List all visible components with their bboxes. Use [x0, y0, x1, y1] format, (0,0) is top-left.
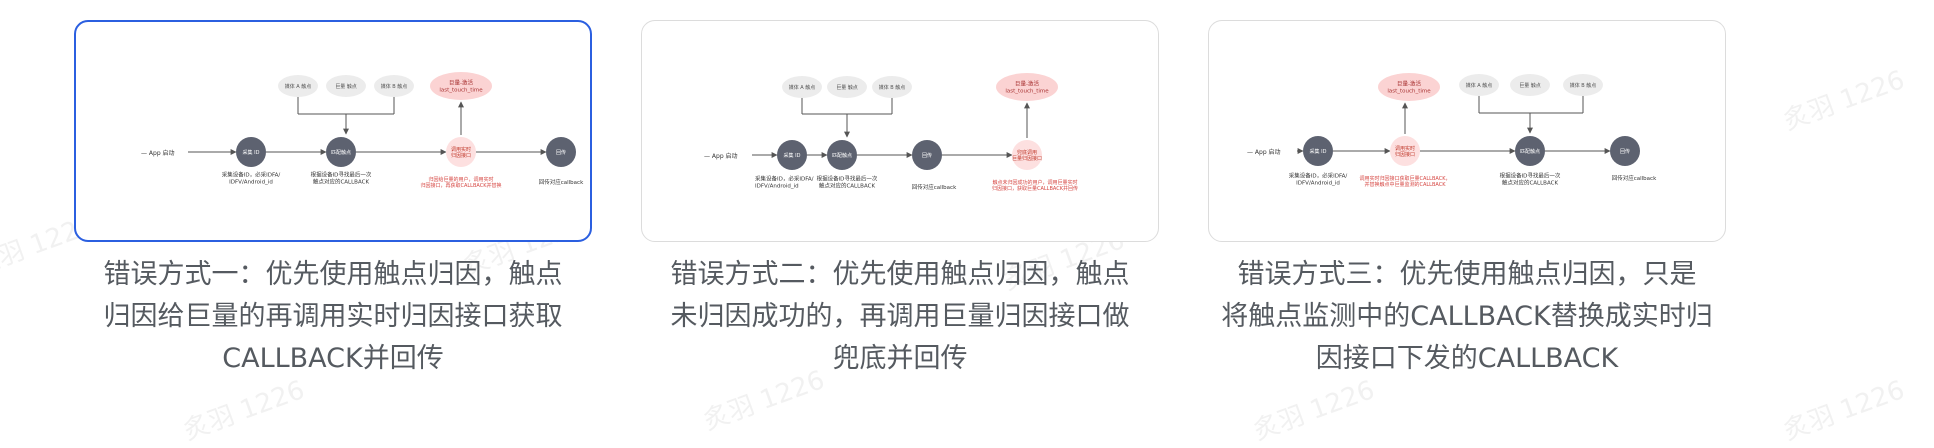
- desc-collect: 采集设备ID，必采IDFA/IDFV/Android_id: [1289, 172, 1348, 187]
- node-realtime: [446, 137, 476, 167]
- node-realtime: [1390, 136, 1420, 166]
- node-match: [827, 140, 857, 170]
- node-match-label: 匹配触点: [1520, 148, 1540, 155]
- pill-media-a-label: 媒体 A 触点: [789, 84, 816, 91]
- caption-line: 归因给巨量的再调用实时归因接口获取: [103, 301, 563, 332]
- pill-media-a: [1459, 74, 1499, 96]
- node-realtime-label: 调用实时归因接口: [1395, 145, 1415, 158]
- node-collect-label: 采集 ID: [243, 149, 260, 156]
- caption-one: 错误方式一：优先使用触点归因，触点 归因给巨量的再调用实时归因接口获取 CALL…: [74, 254, 592, 380]
- pill-media-a: [782, 76, 822, 98]
- pill-activation: [430, 72, 492, 100]
- desc-match: 根据设备ID寻找最后一次触点对应的CALLBACK: [1500, 172, 1561, 187]
- app-start-label: — App 启动: [1247, 148, 1281, 156]
- desc-match: 根据设备ID寻找最后一次触点对应的CALLBACK: [311, 171, 372, 186]
- watermark: 炙羽 1226: [1779, 375, 1909, 447]
- flow-diagram-two: — App 启动 采集 ID 匹配触点 回传 兜底调用巨量归因接口 媒体 A 触点 巨量 触…: [704, 73, 1078, 192]
- pill-media-b: [374, 75, 414, 97]
- node-report-label: 回传: [1620, 148, 1630, 155]
- node-fallback-label: 兜底调用巨量归因接口: [1012, 149, 1042, 162]
- pill-bytedance-label: 巨量 触点: [1519, 82, 1541, 89]
- caption-line: 因接口下发的CALLBACK: [1315, 343, 1619, 374]
- node-report: [1610, 136, 1640, 166]
- node-report: [546, 137, 576, 167]
- node-match-label: 匹配触点: [331, 149, 351, 156]
- pill-activation: [996, 73, 1058, 101]
- caption-line: 未归因成功的，再调用巨量归因接口做: [670, 301, 1130, 332]
- pill-bytedance-label: 巨量 触点: [335, 83, 357, 90]
- desc-report: 回传对应callback: [912, 183, 957, 191]
- app-start-label: — App 启动: [704, 152, 738, 160]
- desc-fallback: 触点未归因成功的用户，调用巨量实时归因接口，获取巨量CALLBACK并回传: [992, 179, 1078, 192]
- desc-collect: 采集设备ID，必采IDFA/IDFV/Android_id: [755, 175, 814, 190]
- node-collect: [236, 137, 266, 167]
- node-match: [1515, 136, 1545, 166]
- caption-line: 错误方式三：优先使用触点归因，只是: [1237, 259, 1697, 290]
- pill-media-b-label: 媒体 B 触点: [1570, 82, 1597, 89]
- node-collect-label: 采集 ID: [784, 152, 801, 159]
- watermark: 炙羽 1226: [179, 375, 309, 447]
- desc-realtime: 调用实时归因接口获取巨量CALLBACK，并替换触点中巨量监测的CALLBACK: [1359, 175, 1450, 188]
- diagram-card-one[interactable]: — App 启动 采集 ID 匹配触点 调用实时归因接口 回传 媒体 A 触点 巨量 触点 媒…: [74, 20, 592, 242]
- node-report: [912, 140, 942, 170]
- desc-realtime: 归因给巨量的用户，调用实时归因接口，再获取CALLBACK并替换: [420, 176, 501, 189]
- diagram-card-two[interactable]: — App 启动 采集 ID 匹配触点 回传 兜底调用巨量归因接口 媒体 A 触点 巨量 触…: [641, 20, 1159, 242]
- pill-media-a-label: 媒体 A 触点: [285, 83, 312, 90]
- desc-report: 回传对应callback: [1612, 174, 1657, 182]
- pill-bytedance: [1510, 74, 1550, 96]
- node-match: [326, 137, 356, 167]
- node-realtime-label: 调用实时归因接口: [451, 146, 471, 159]
- caption-line: CALLBACK并回传: [222, 343, 444, 374]
- caption-line: 兜底并回传: [832, 343, 968, 374]
- pill-media-a-label: 媒体 A 触点: [1466, 82, 1493, 89]
- caption-line: 错误方式二：优先使用触点归因，触点: [670, 259, 1130, 290]
- app-start-label: — App 启动: [141, 149, 175, 157]
- watermark: 炙羽 1226: [1249, 375, 1379, 447]
- desc-match: 根据设备ID寻找最后一次触点对应的CALLBACK: [817, 175, 878, 190]
- node-match-label: 匹配触点: [832, 152, 852, 159]
- pill-media-b-label: 媒体 B 触点: [381, 83, 408, 90]
- node-collect: [777, 140, 807, 170]
- watermark: 炙羽 1226: [1779, 65, 1909, 137]
- desc-collect: 采集设备ID，必采IDFA/IDFV/Android_id: [222, 171, 281, 186]
- pill-bytedance-label: 巨量 触点: [836, 84, 858, 91]
- pill-media-b: [872, 76, 912, 98]
- caption-three: 错误方式三：优先使用触点归因，只是 将触点监测中的CALLBACK替换成实时归 …: [1208, 254, 1726, 380]
- node-collect: [1303, 136, 1333, 166]
- node-collect-label: 采集 ID: [1310, 148, 1327, 155]
- pill-bytedance: [827, 76, 867, 98]
- pill-activation: [1378, 73, 1440, 101]
- pill-media-a: [278, 75, 318, 97]
- caption-two: 错误方式二：优先使用触点归因，触点 未归因成功的，再调用巨量归因接口做 兜底并回…: [641, 254, 1159, 380]
- caption-line: 错误方式一：优先使用触点归因，触点: [103, 259, 563, 290]
- caption-line: 将触点监测中的CALLBACK替换成实时归: [1221, 301, 1713, 332]
- flow-diagram-one: — App 启动 采集 ID 匹配触点 调用实时归因接口 回传 媒体 A 触点 巨量 触点 媒…: [141, 72, 584, 189]
- node-report-label: 回传: [556, 149, 566, 156]
- pill-media-b-label: 媒体 B 触点: [879, 84, 906, 91]
- desc-report: 回传对应callback: [539, 178, 584, 186]
- pill-media-b: [1563, 74, 1603, 96]
- node-fallback: [1012, 140, 1042, 170]
- node-report-label: 回传: [922, 152, 932, 159]
- pill-bytedance: [326, 75, 366, 97]
